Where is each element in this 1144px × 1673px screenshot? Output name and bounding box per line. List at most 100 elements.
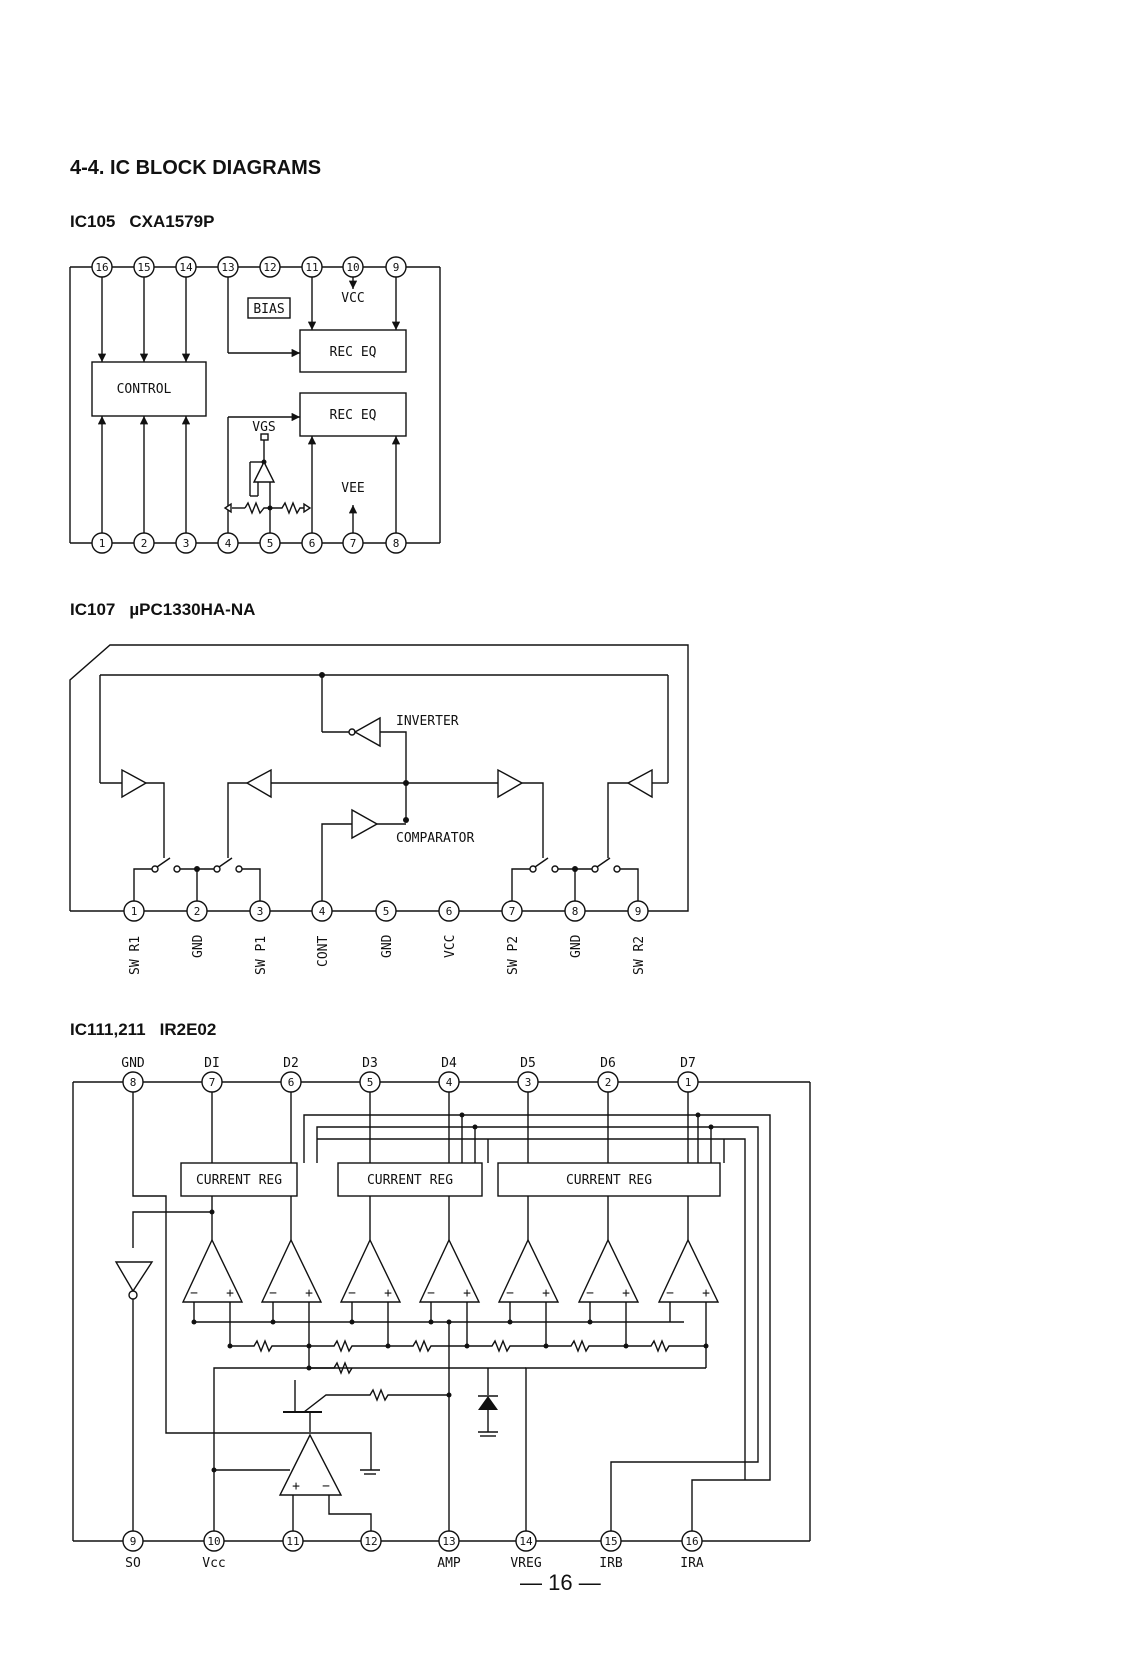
ic105-pin-10: 10 <box>342 256 364 278</box>
ic111-ref: IC111,211 <box>70 1020 146 1039</box>
ic105-vcc-label: VCC <box>341 291 364 306</box>
svg-text:9: 9 <box>635 905 642 918</box>
ic111-top-label-d6: D6 <box>600 1056 616 1071</box>
ic111-pin-5: 5 <box>359 1071 381 1093</box>
ic107-ref: IC107 <box>70 600 116 619</box>
ic105-rec-eq-1-label: REC EQ <box>330 345 377 360</box>
ic105-rec-eq-2-label: REC EQ <box>330 408 377 423</box>
svg-text:14: 14 <box>519 1535 533 1548</box>
ic105-ref: IC105 <box>70 212 116 231</box>
ic111-current-reg-2: CURRENT REG <box>337 1162 483 1197</box>
svg-text:3: 3 <box>257 905 264 918</box>
svg-text:3: 3 <box>183 537 190 550</box>
ic107-pin-7: 7 <box>501 900 523 922</box>
ic111-pin-15: 15 <box>600 1530 622 1552</box>
svg-text:+: + <box>702 1286 710 1301</box>
ic105-pin-12: 12 <box>259 256 281 278</box>
ic111-pin-11: 11 <box>282 1530 304 1552</box>
svg-text:+: + <box>292 1479 300 1494</box>
svg-text:2: 2 <box>141 537 148 550</box>
ic111-amp-bottom: +− <box>292 1479 330 1494</box>
ic111-current-reg-1: CURRENT REG <box>180 1162 298 1197</box>
ic105-title: IC105 CXA1579P <box>70 212 214 232</box>
ic105-control-box: CONTROL <box>91 361 207 417</box>
ic105-rec-eq-box-2: REC EQ <box>299 392 407 437</box>
ic107-inverter: INVERTER <box>319 672 459 820</box>
svg-text:−: − <box>666 1286 674 1301</box>
ic111-bottom-label-irb: IRB <box>599 1556 623 1571</box>
ic107-buffer-4 <box>607 768 653 858</box>
svg-text:+: + <box>226 1286 234 1301</box>
ic107-pin-name-6: VCC <box>443 935 458 958</box>
ic107-pin-3: 3 <box>249 900 271 922</box>
svg-text:5: 5 <box>383 905 390 918</box>
ic111-pin-16: 16 <box>681 1530 703 1552</box>
ic107-pin-name-8: GND <box>569 934 584 958</box>
ic105-pin-16: 16 <box>91 256 113 278</box>
ic111-current-reg-2-label: CURRENT REG <box>367 1173 453 1188</box>
svg-text:13: 13 <box>442 1535 455 1548</box>
ic107-buffer-1 <box>121 768 165 858</box>
ic111-current-reg-3: CURRENT REG <box>497 1162 721 1197</box>
ic107-pin-name-3: SW P1 <box>254 936 269 975</box>
ic105-bias-box: BIAS <box>247 297 291 319</box>
ic111-top-label-d3: D3 <box>362 1056 378 1071</box>
ic111-pin-10: 10 <box>203 1530 225 1552</box>
ic107-pin-8: 8 <box>564 900 586 922</box>
ic111-pin-13: 13 <box>438 1530 460 1552</box>
svg-text:6: 6 <box>288 1076 295 1089</box>
svg-text:4: 4 <box>225 537 232 550</box>
ic111-pin-8: 8 <box>122 1071 144 1093</box>
ic111-bottom-label-so: SO <box>125 1556 141 1571</box>
ic111-top-label-d4: D4 <box>441 1056 457 1071</box>
ic111-amplifiers: −+ −+ −+ −+ −+ −+ −+ +− <box>181 1238 720 1494</box>
svg-text:4: 4 <box>446 1076 453 1089</box>
svg-text:+: + <box>305 1286 313 1301</box>
ic111-amp-7: −+ <box>657 1238 720 1303</box>
ic105-pin-3: 3 <box>175 532 197 554</box>
svg-text:−: − <box>190 1286 198 1301</box>
ic107-diagram: INVERTER COMPARATOR <box>69 644 689 975</box>
svg-text:9: 9 <box>130 1535 137 1548</box>
ic105-bottom-pin-row: 1 2 3 4 5 6 7 8 <box>91 532 407 554</box>
ic111-pin-1: 1 <box>677 1071 699 1093</box>
ic107-pin-name-1: SW R1 <box>128 936 143 975</box>
svg-text:−: − <box>427 1286 435 1301</box>
ic105-diagram: BIAS CONTROL REC EQ REC EQ VCC VEE VGS 1… <box>69 256 441 554</box>
svg-text:8: 8 <box>393 537 400 550</box>
ic107-frame <box>69 644 689 912</box>
ic107-comparator-label: COMPARATOR <box>396 831 474 846</box>
ic105-wiring <box>97 277 401 533</box>
ic107-pin-9: 9 <box>627 900 649 922</box>
ic111-top-label-di: DI <box>204 1056 220 1071</box>
ic111-pin-2: 2 <box>597 1071 619 1093</box>
ic105-part: CXA1579P <box>129 212 215 231</box>
svg-text:6: 6 <box>446 905 453 918</box>
ic111-top-label-d5: D5 <box>520 1056 536 1071</box>
ic107-switches <box>133 857 639 901</box>
ic105-frame <box>69 266 441 544</box>
svg-text:1: 1 <box>131 905 138 918</box>
svg-text:12: 12 <box>263 261 276 274</box>
svg-text:16: 16 <box>685 1535 698 1548</box>
ic105-pin-13: 13 <box>217 256 239 278</box>
svg-text:2: 2 <box>605 1076 612 1089</box>
ic107-inverter-label: INVERTER <box>396 714 459 729</box>
ic111-output-buffer <box>114 1261 154 1300</box>
svg-text:12: 12 <box>364 1535 377 1548</box>
ic107-pin-6: 6 <box>438 900 460 922</box>
ic105-pin-11: 11 <box>301 256 323 278</box>
ic111-bottom-label-vcc: Vcc <box>202 1556 225 1571</box>
svg-text:7: 7 <box>509 905 516 918</box>
ic111-pin-3: 3 <box>517 1071 539 1093</box>
svg-text:8: 8 <box>572 905 579 918</box>
ic105-bias-label: BIAS <box>253 302 284 317</box>
ic107-pin-name-2: GND <box>191 934 206 958</box>
ic111-top-labels: GND DI D2 D3 D4 D5 D6 D7 <box>121 1056 696 1071</box>
svg-text:13: 13 <box>221 261 234 274</box>
svg-text:8: 8 <box>130 1076 137 1089</box>
ic105-pin-8: 8 <box>385 532 407 554</box>
ic105-rec-eq-box-1: REC EQ <box>299 329 407 373</box>
